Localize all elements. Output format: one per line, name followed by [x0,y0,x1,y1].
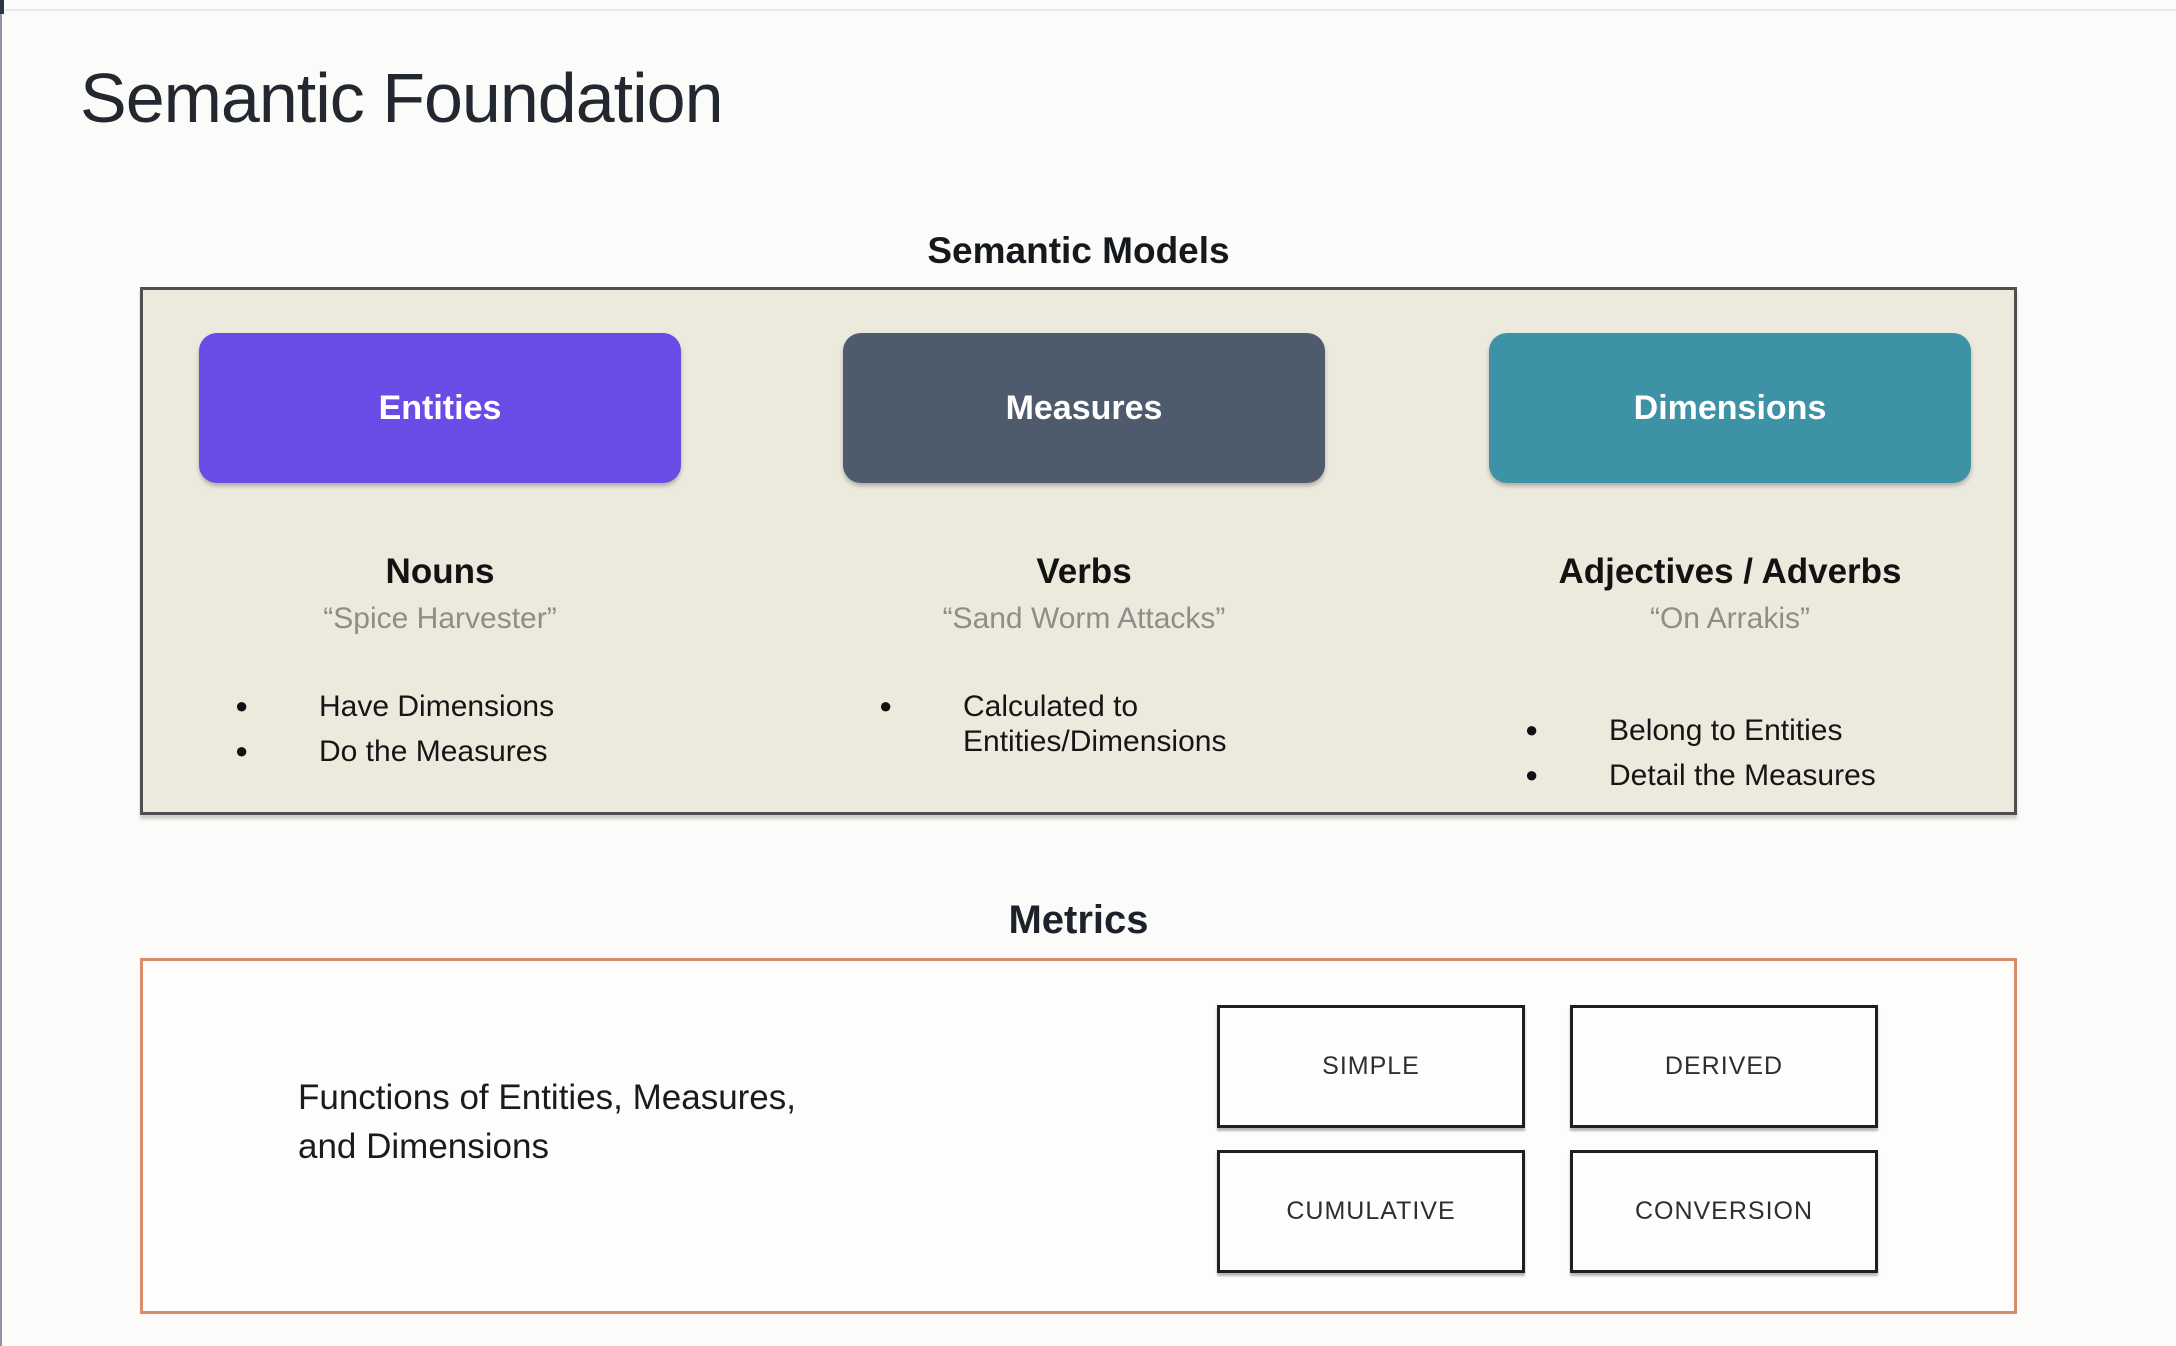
entities-quote: “Spice Harvester” [323,602,557,635]
metrics-description-line1: Functions of Entities, Measures, [298,1078,796,1117]
list-item: Have Dimensions [235,690,655,725]
entities-pill-label: Entities [378,388,502,427]
dimensions-pill-label: Dimensions [1633,388,1827,427]
metrics-description: Functions of Entities, Measures, and Dim… [298,1073,796,1171]
list-item: Calculated to Entities/Dimensions [879,690,1243,759]
dimensions-pill: Dimensions [1489,333,1971,483]
measures-heading: Verbs [1036,552,1132,591]
metrics-panel: Functions of Entities, Measures, and Dim… [140,958,2017,1314]
measures-pill-label: Measures [1005,388,1163,427]
entities-heading: Nouns [385,552,495,591]
measures-pill: Measures [843,333,1325,483]
list-item: Belong to Entities [1525,714,1945,749]
metrics-heading: Metrics [1008,898,1149,942]
corner-mark [0,0,4,14]
metric-type-conversion: CONVERSION [1570,1150,1878,1273]
dimensions-heading: Adjectives / Adverbs [1558,552,1902,591]
metric-type-derived: DERIVED [1570,1005,1878,1128]
slide-top-border [0,9,2176,11]
list-item: Do the Measures [235,735,655,770]
slide-left-border [0,0,2,1346]
metrics-description-line2: and Dimensions [298,1127,549,1166]
dimensions-quote: “On Arrakis” [1649,602,1811,635]
metric-type-simple: SIMPLE [1217,1005,1525,1128]
semantic-models-panel: Entities Measures Dimensions Nouns “Spic… [140,287,2017,815]
slide-title: Semantic Foundation [80,59,724,137]
metric-type-cumulative: CUMULATIVE [1217,1150,1525,1273]
entities-pill: Entities [199,333,681,483]
dimensions-bullet-list: Belong to Entities Detail the Measures [1525,714,1945,803]
semantic-models-heading: Semantic Models [927,230,1230,271]
measures-quote: “Sand Worm Attacks” [942,602,1226,635]
entities-bullet-list: Have Dimensions Do the Measures [235,690,655,779]
measures-bullet-list: Calculated to Entities/Dimensions [879,690,1299,769]
list-item: Detail the Measures [1525,759,1945,794]
